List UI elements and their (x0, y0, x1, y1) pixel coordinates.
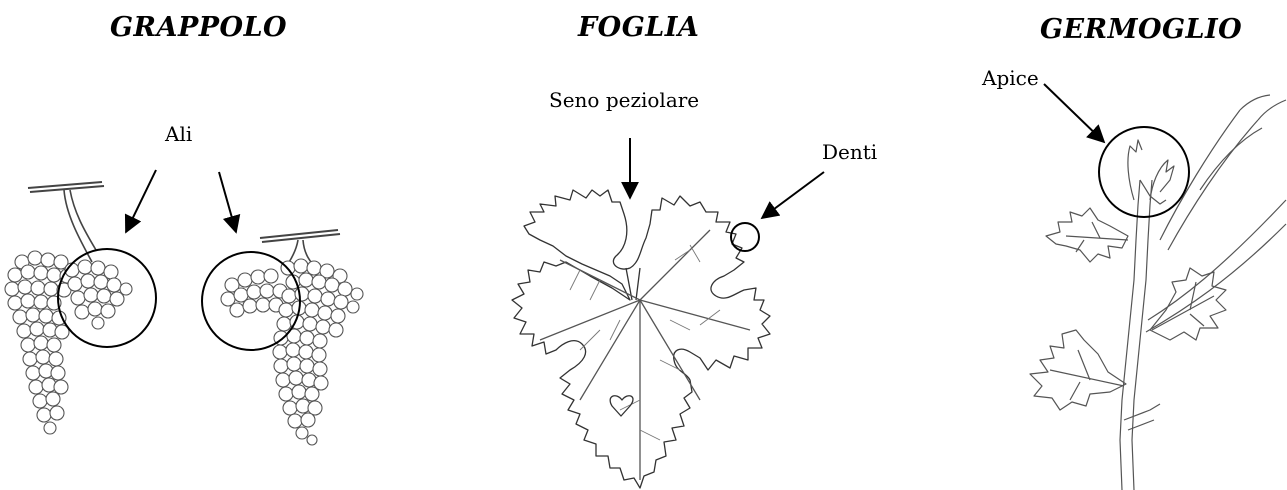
grape-cluster-right (221, 230, 363, 445)
arrow-denti (762, 172, 824, 218)
arrow-ali-right (219, 172, 236, 232)
arrow-apice (1044, 84, 1104, 142)
vine-shoot (1030, 95, 1286, 490)
apice-highlight-circle (1099, 127, 1189, 217)
arrow-ali-left (126, 170, 156, 232)
grape-cluster-left (5, 182, 132, 434)
